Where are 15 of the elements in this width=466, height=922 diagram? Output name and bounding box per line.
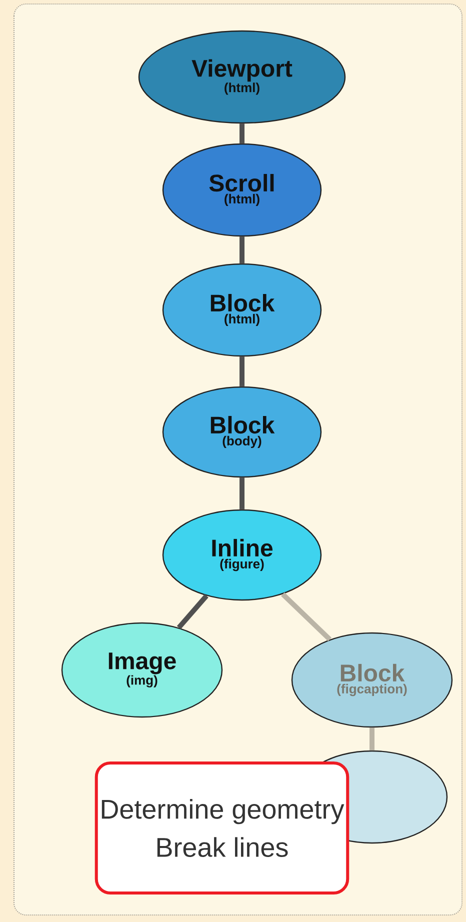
tree-node: Viewport (html) [138,30,346,124]
tree-node: Inline (figure) [162,509,322,601]
tree-node: Block (body) [162,386,322,478]
connector-line [176,594,208,630]
popup-tooltip: Determine geometry Break lines [94,762,350,894]
connector-line [240,124,244,144]
connector-line [370,728,374,750]
connector-line [240,356,244,386]
connector-line [240,236,244,264]
connector-line [240,478,244,510]
tree-node: Image (img) [61,622,223,718]
tree-node: Block (figcaption) [291,632,453,728]
tree-node: Scroll (html) [162,143,322,237]
tree-node: Block (html) [162,263,322,357]
connector-line [281,592,332,642]
